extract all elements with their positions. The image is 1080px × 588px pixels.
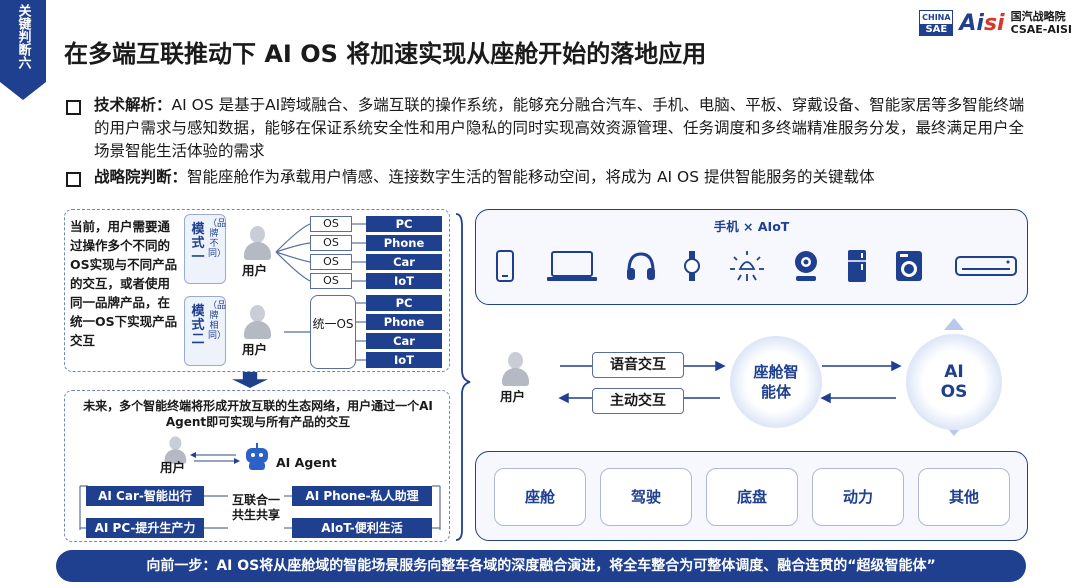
aircon-icon bbox=[955, 256, 1017, 276]
voice-interaction-box: 语音交互 bbox=[592, 352, 684, 378]
interconnect-label: 互联合一共生共享 bbox=[231, 493, 280, 522]
mode-two-label: 模式二 bbox=[191, 304, 205, 347]
module-power: 动力 bbox=[812, 468, 904, 526]
cockpit-agent-circle: 座舱智能体 bbox=[730, 336, 822, 428]
user-icon bbox=[163, 436, 187, 464]
scene-ai-car: AI Car-智能出行 bbox=[86, 486, 204, 506]
user-label: 用户 bbox=[160, 460, 186, 475]
module-chassis: 底盘 bbox=[706, 468, 798, 526]
module-driving: 驾驶 bbox=[600, 468, 692, 526]
washer-icon bbox=[896, 251, 922, 281]
mode-one-box: 模式一 （品牌不同） bbox=[184, 214, 226, 284]
phone-icon bbox=[496, 250, 514, 282]
watch-icon bbox=[684, 251, 700, 281]
bulb-icon bbox=[730, 251, 764, 281]
mode-two-sub: （品牌相同） bbox=[208, 301, 227, 341]
device-iot: IoT bbox=[366, 352, 442, 368]
active-interaction-box: 主动交互 bbox=[592, 388, 684, 414]
bullet-strategy-judgment: 战略院判断：智能座舱作为承载用户情感、连接数字生活的智能移动空间，将成为 AI … bbox=[66, 166, 1026, 189]
camera-icon bbox=[795, 251, 817, 281]
device-pc: PC bbox=[366, 216, 442, 232]
user-icon bbox=[500, 352, 530, 386]
ai-os-circle: AI OS bbox=[906, 334, 1002, 430]
user-icon bbox=[242, 305, 272, 339]
current-description: 当前，用户需要通过操作多个不同的OS实现与不同产品的交互，或者使用同一品牌产品，… bbox=[70, 219, 178, 348]
laptop-icon bbox=[547, 251, 597, 281]
device-car: Car bbox=[366, 333, 442, 349]
user-icon bbox=[242, 226, 272, 260]
current-mode-panel bbox=[64, 209, 450, 372]
device-ecosystem-title: 手机 × AIoT bbox=[713, 219, 790, 234]
device-ecosystem-panel bbox=[475, 209, 1028, 305]
os-box: OS bbox=[310, 216, 352, 232]
mode-one-sub: （品牌不同） bbox=[208, 219, 227, 259]
page-title: 在多端互联推动下 AI OS 将加速实现从座舱开始的落地应用 bbox=[64, 40, 707, 68]
device-phone: Phone bbox=[366, 314, 442, 330]
headphones-icon bbox=[627, 252, 655, 280]
user-label: 用户 bbox=[500, 389, 526, 404]
scene-aiot: AIoT-便利生活 bbox=[292, 518, 432, 538]
device-iot: IoT bbox=[366, 273, 442, 289]
device-phone: Phone bbox=[366, 235, 442, 251]
future-description: 未来，多个智能终端将形成开放互联的生态网络，用户通过一个AI Agent即可实现… bbox=[83, 399, 433, 429]
user-label: 用户 bbox=[242, 263, 268, 278]
mode-two-box: 模式二 （品牌相同） bbox=[184, 296, 226, 366]
robot-icon bbox=[244, 443, 270, 470]
mode-one-label: 模式一 bbox=[191, 222, 205, 265]
os-box: OS bbox=[310, 254, 352, 270]
conclusion-banner: 向前一步：AI OS将从座舱域的智能场景服务向整车各域的深度融合演进，将全车整合… bbox=[56, 550, 1026, 582]
device-pc: PC bbox=[366, 295, 442, 311]
os-box: OS bbox=[310, 235, 352, 251]
scene-ai-pc: AI PC-提升生产力 bbox=[86, 518, 204, 538]
ai-agent-label: AI Agent bbox=[276, 455, 337, 470]
module-cockpit: 座舱 bbox=[494, 468, 586, 526]
bullet-tech-analysis: 技术解析：AI OS 是基于AI跨域融合、多端互联的操作系统，能够充分融合汽车、… bbox=[66, 94, 1026, 163]
device-car: Car bbox=[366, 254, 442, 270]
future-mode-panel bbox=[64, 390, 450, 542]
bullet-list: 技术解析：AI OS 是基于AI跨域融合、多端互联的操作系统，能够充分融合汽车、… bbox=[66, 94, 1026, 189]
module-other: 其他 bbox=[918, 468, 1010, 526]
unified-os-box: 统一OS bbox=[310, 295, 356, 369]
user-label: 用户 bbox=[242, 342, 268, 357]
os-box: OS bbox=[310, 273, 352, 289]
aisi-logo: Aisi bbox=[959, 10, 1005, 36]
fridge-icon bbox=[848, 250, 866, 282]
section-tab: 关键判断六 bbox=[0, 0, 46, 100]
scene-ai-phone: AI Phone-私人助理 bbox=[292, 486, 432, 506]
